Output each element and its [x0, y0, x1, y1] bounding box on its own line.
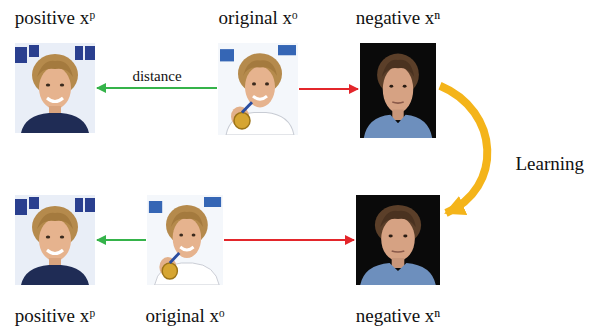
- arrow-connector: [97, 239, 146, 241]
- edge-label: distance: [130, 67, 183, 85]
- arrow-connector: [440, 86, 487, 213]
- face-photo-node: negative xⁿ: [360, 43, 436, 138]
- image-heading: positive xᵖ: [15, 7, 95, 29]
- face-photo-node: original xᵒ: [218, 43, 298, 135]
- image-heading: negative xⁿ: [356, 305, 441, 327]
- face-photo-node: positive xᵖ: [15, 43, 95, 133]
- arrow-connector: [97, 87, 217, 89]
- arrow-connector: [224, 239, 354, 241]
- image-heading: positive xᵖ: [15, 305, 95, 327]
- image-heading: original xᵒ: [219, 7, 298, 29]
- edge-label: Learning: [513, 153, 586, 175]
- face-photo-node: positive xᵖ: [15, 195, 95, 285]
- arrow-connector: [299, 88, 358, 90]
- face-photo-node: original xᵒ: [147, 195, 223, 285]
- image-heading: original xᵒ: [146, 305, 225, 327]
- face-photo-node: negative xⁿ: [356, 195, 440, 285]
- image-heading: negative xⁿ: [356, 7, 441, 29]
